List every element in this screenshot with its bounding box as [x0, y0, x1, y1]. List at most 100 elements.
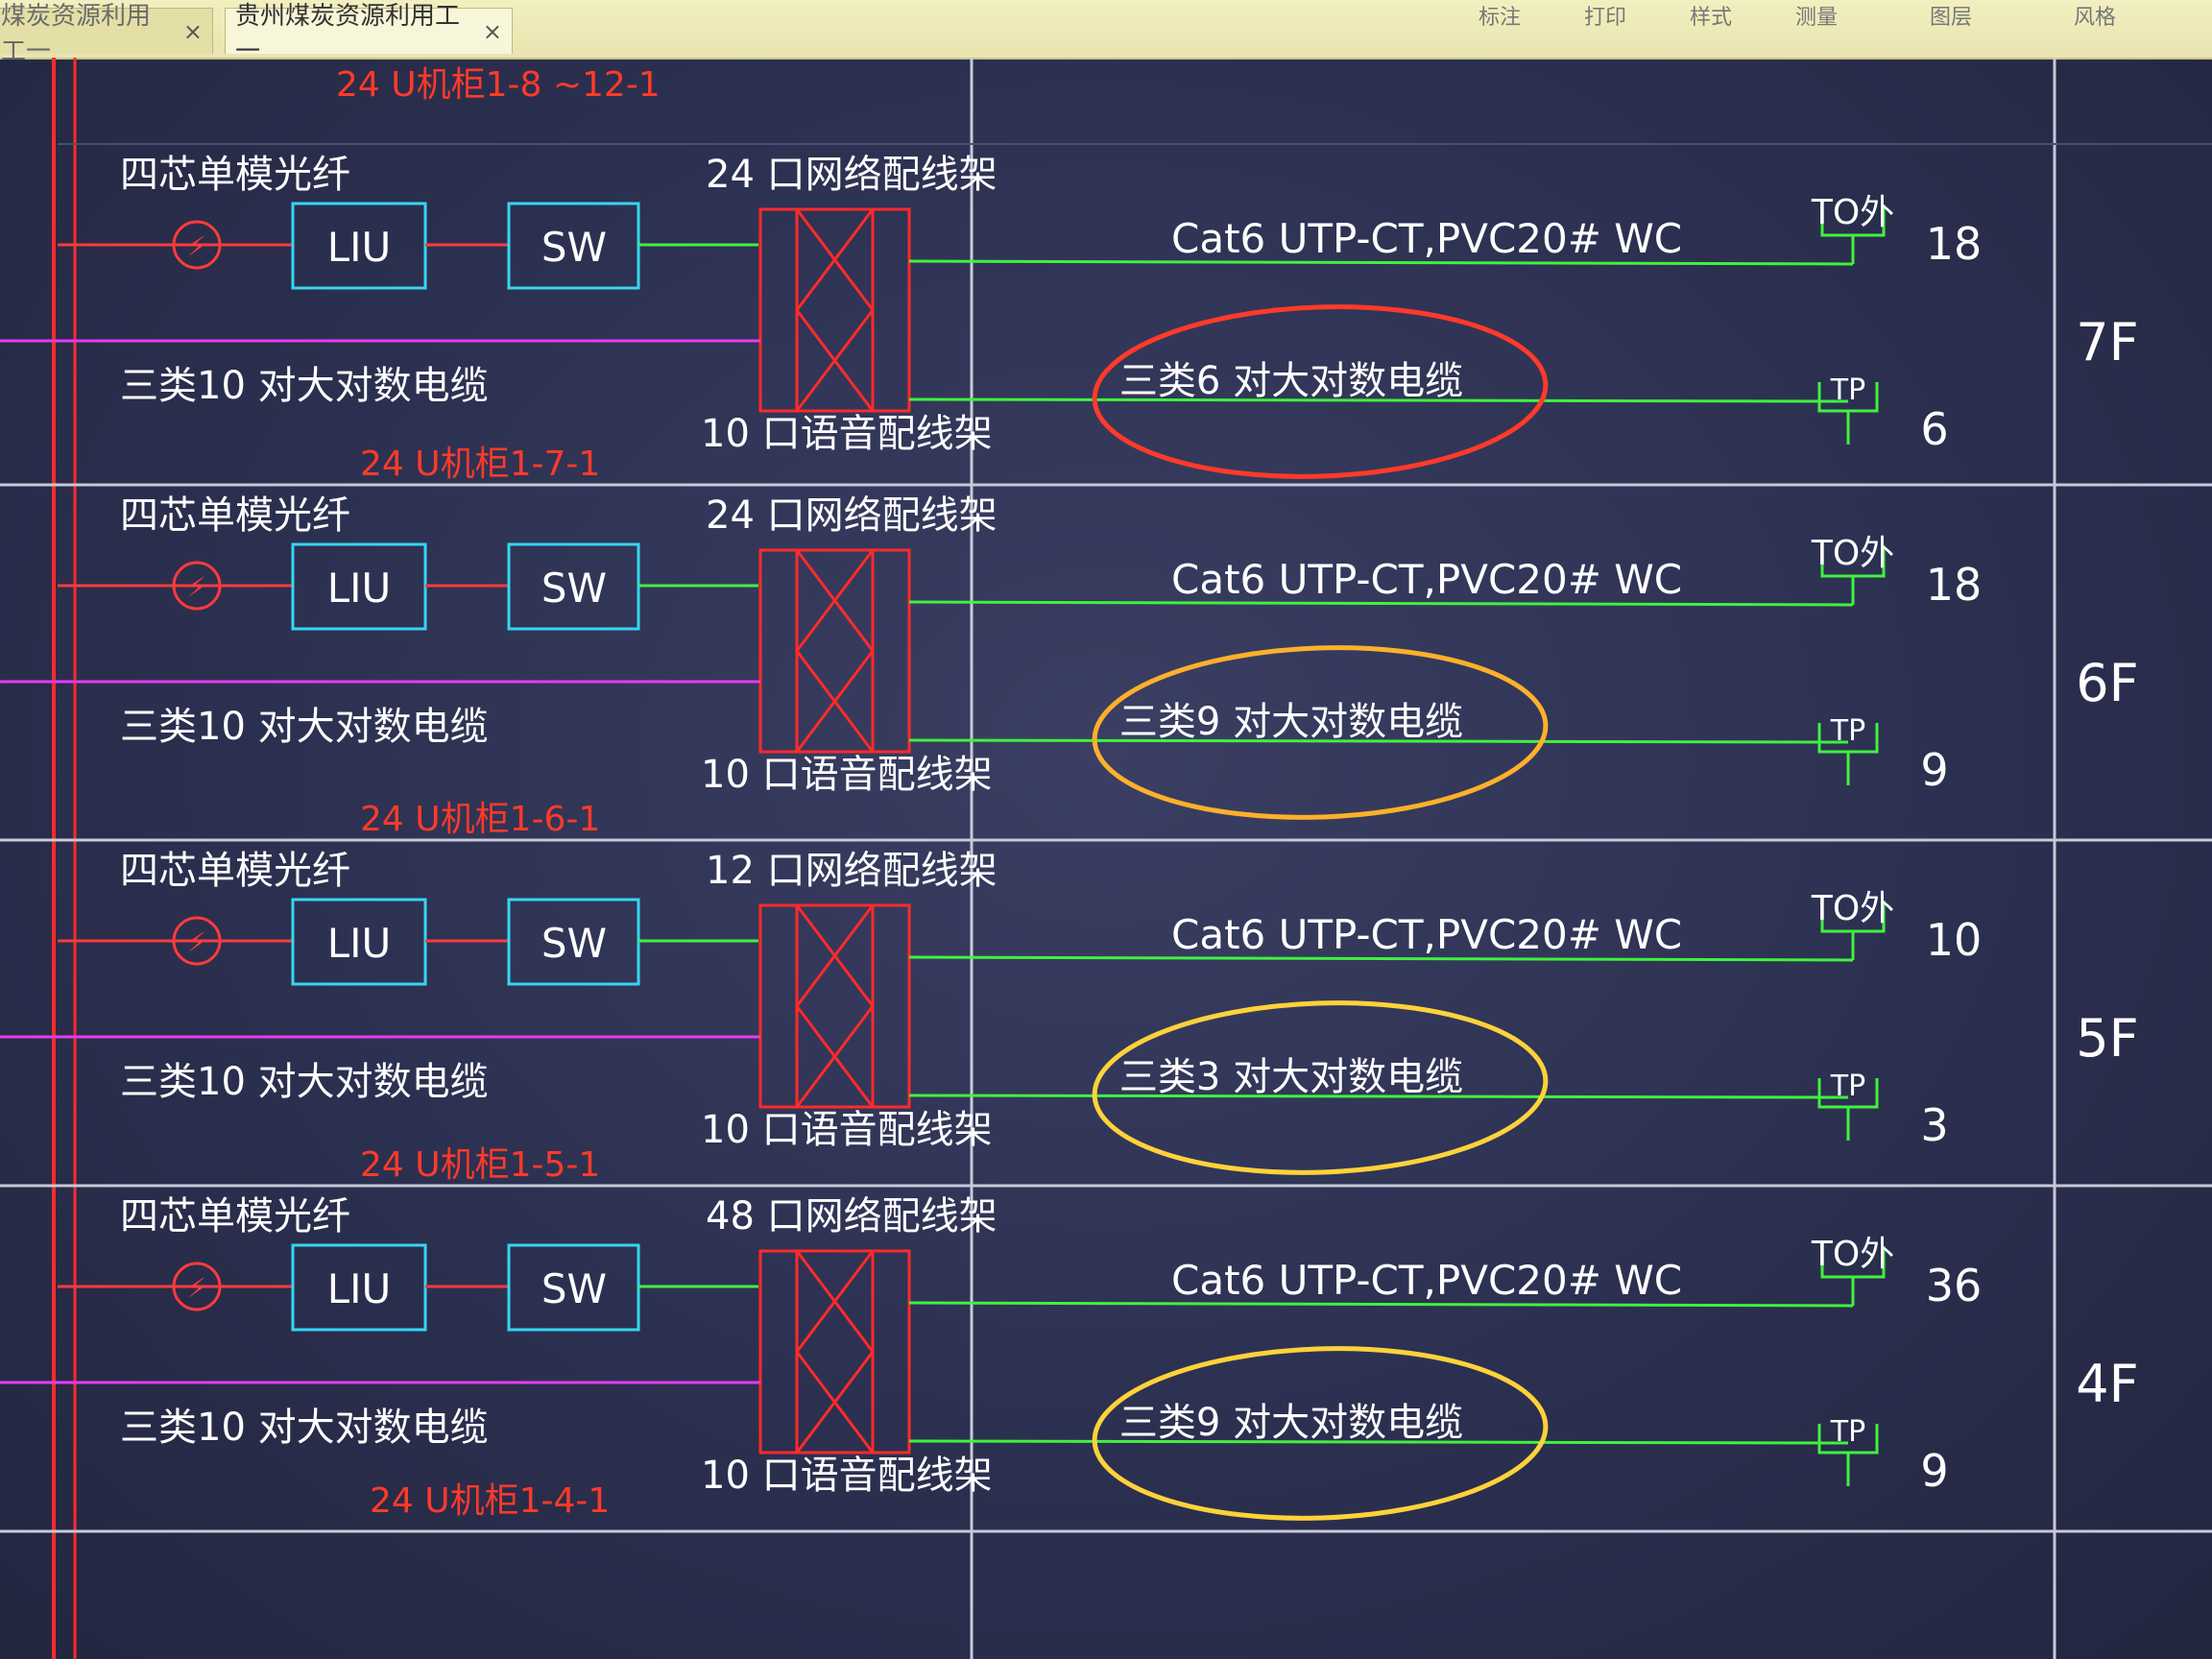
patch-panel [758, 207, 911, 413]
fiber-symbol-icon: ⚡ [187, 1272, 206, 1304]
handwritten-annotation-ellipse [1092, 1346, 1549, 1521]
document-tab-bar: 煤炭资源利用工一 × 贵州煤炭资源利用工一 × 标注 打印 样式 测量 图层 风… [0, 0, 2212, 66]
to-outlet-label: TO外 [1811, 534, 1894, 573]
fiber-connector-icon [172, 1262, 222, 1311]
to-outlet-label: TO外 [1811, 193, 1894, 232]
tab-coal-resource-1[interactable]: 煤炭资源利用工一 × [0, 2, 213, 66]
sw-label: SW [541, 224, 607, 271]
to-outlet-count: 18 [1926, 559, 1983, 611]
voice-cable-label: 三类10 对大对数电缆 [120, 364, 489, 408]
cabinet-label: 24 U机柜1-7-1 [360, 445, 600, 484]
fiber-symbol-icon: ⚡ [187, 571, 206, 603]
tab-label: 贵州煤炭资源利用工一 [235, 1, 461, 66]
cabinet-label: 24 U机柜1-6-1 [360, 800, 600, 839]
cad-drawing-canvas[interactable]: 24 U机柜1-8 ~12-1 四芯单模光纤 ⚡ LIU SW 24 口网络配线架 10 口… [0, 58, 2212, 1659]
floor-label: 5F [2076, 1008, 2138, 1069]
toolbar-style[interactable]: 样式 [1690, 6, 1733, 30]
voice-outlet-line [908, 1094, 1849, 1099]
data-cable-line [908, 600, 1854, 607]
to-outlet-count: 18 [1926, 218, 1983, 270]
annotation-label: 三类6 对大对数电缆 [1119, 359, 1463, 403]
fiber-label: 四芯单模光纤 [120, 493, 350, 538]
fiber-connector-icon [172, 916, 222, 966]
liu-label: LIU [327, 920, 392, 967]
voice-patch-label: 10 口语音配线架 [701, 1108, 993, 1152]
annotation-label: 三类3 对大对数电缆 [1119, 1055, 1463, 1099]
fiber-label: 四芯单模光纤 [120, 1194, 350, 1238]
liu-label: LIU [327, 224, 392, 271]
patch-x [795, 549, 875, 652]
floor-label: 6F [2076, 653, 2138, 713]
patch-panel [758, 903, 911, 1109]
close-icon[interactable]: × [482, 17, 502, 45]
handwritten-annotation-ellipse [1092, 645, 1549, 820]
tp-outlet-count: 9 [1920, 744, 1948, 796]
floor-label: 7F [2076, 312, 2138, 373]
sw-label: SW [541, 920, 607, 967]
annotation-label: 三类9 对大对数电缆 [1119, 1401, 1463, 1445]
tp-outlet-label: TP [1830, 1070, 1865, 1103]
toolbar-print[interactable]: 打印 [1584, 6, 1627, 30]
toolbar-layer[interactable]: 图层 [1930, 6, 1973, 30]
cat6-cable-label: Cat6 UTP-CT,PVC20# WC [1171, 1257, 1682, 1304]
to-outlet-icon [1820, 901, 1886, 933]
handwritten-annotation-ellipse [1092, 1000, 1549, 1175]
network-patch-label: 48 口网络配线架 [706, 1194, 998, 1238]
tp-outlet-count: 9 [1920, 1445, 1948, 1497]
data-cable-line [908, 955, 1854, 962]
toolbar-measure[interactable]: 测量 [1795, 6, 1839, 30]
floor-block-5f: 24 U机柜1-6-1 四芯单模光纤 ⚡ LIU SW 12 口网络配线架 10 口语音配线… [0, 800, 2139, 1175]
fiber-connector-icon [172, 220, 222, 270]
tp-outlet-label: TP [1830, 373, 1865, 407]
patch-x [795, 650, 875, 753]
close-icon[interactable]: × [182, 17, 203, 45]
tab-guizhou-coal-resource[interactable]: 贵州煤炭资源利用工一 × [225, 2, 513, 66]
annotation-label: 三类9 对大对数电缆 [1119, 700, 1463, 744]
cabinet-label: 24 U机柜1-8 ~12-1 [336, 65, 661, 105]
patch-x [795, 1250, 875, 1353]
patch-panel [758, 1249, 911, 1455]
fiber-symbol-icon: ⚡ [187, 926, 206, 958]
patch-x [795, 904, 875, 1007]
network-patch-label: 24 口网络配线架 [706, 153, 998, 197]
fiber-symbol-icon: ⚡ [187, 230, 206, 262]
patch-panel [758, 548, 911, 754]
to-outlet-label: TO外 [1811, 889, 1894, 928]
data-cable-line [908, 1301, 1854, 1308]
voice-patch-label: 10 口语音配线架 [701, 753, 993, 797]
liu-label: LIU [327, 565, 392, 612]
fiber-connector-icon [172, 561, 222, 611]
voice-patch-label: 10 口语音配线架 [701, 1454, 993, 1498]
cat6-cable-label: Cat6 UTP-CT,PVC20# WC [1171, 556, 1682, 603]
to-outlet-icon [1820, 1246, 1886, 1279]
voice-outlet-line [908, 1439, 1849, 1445]
cat6-cable-label: Cat6 UTP-CT,PVC20# WC [1171, 911, 1682, 958]
cabinet-label-below: 24 U机柜1-4-1 [370, 1481, 610, 1521]
toolbar-annotate[interactable]: 标注 [1479, 6, 1522, 30]
voice-cable-label: 三类10 对大对数电缆 [120, 705, 489, 749]
network-patch-label: 12 口网络配线架 [706, 849, 998, 893]
voice-cable-label: 三类10 对大对数电缆 [120, 1406, 489, 1450]
tab-label: 煤炭资源利用工一 [1, 1, 152, 66]
tp-outlet-label: TP [1830, 714, 1865, 748]
sw-label: SW [541, 1265, 607, 1312]
cabinet-label: 24 U机柜1-5-1 [360, 1145, 600, 1185]
to-outlet-icon [1820, 545, 1886, 578]
tp-outlet-label: TP [1830, 1415, 1865, 1449]
patch-x [795, 1351, 875, 1454]
to-outlet-icon [1820, 204, 1886, 237]
toolbar-theme[interactable]: 风格 [2074, 6, 2117, 30]
fiber-label: 四芯单模光纤 [120, 849, 350, 893]
handwritten-annotation-ellipse [1092, 304, 1549, 479]
cat6-cable-label: Cat6 UTP-CT,PVC20# WC [1171, 215, 1682, 262]
fiber-label: 四芯单模光纤 [120, 153, 350, 197]
to-outlet-count: 36 [1926, 1260, 1983, 1311]
data-cable-line [908, 259, 1854, 266]
sw-label: SW [541, 565, 607, 612]
tp-outlet-count: 6 [1920, 403, 1948, 455]
voice-cable-label: 三类10 对大对数电缆 [120, 1060, 489, 1104]
to-outlet-label: TO外 [1811, 1235, 1894, 1274]
